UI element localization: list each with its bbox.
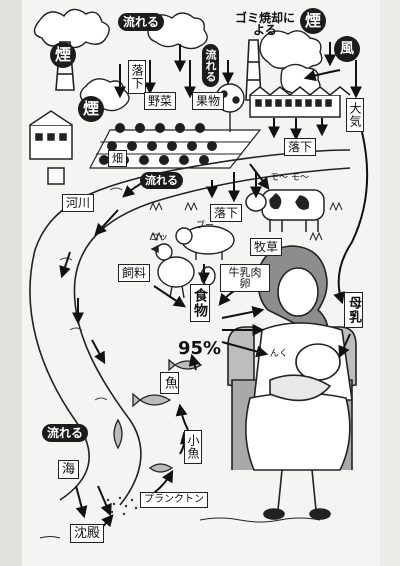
plankton-label: プランクトン [140, 492, 208, 508]
fall-label-left: 落下 [128, 60, 146, 94]
percent-label: 95% [178, 338, 222, 359]
sedimentation-label: 沈殿 [70, 524, 105, 543]
small-fish-label: 小魚 [184, 430, 202, 464]
field-label: 畑 [108, 150, 127, 167]
milk-meat-egg-label: 牛乳肉卵 [220, 264, 270, 292]
flow-label-river: 流れる [140, 172, 183, 189]
fruit-label: 果物 [192, 92, 225, 110]
chicken-sound: コッ [150, 233, 169, 243]
food-label: 食物 [190, 284, 210, 322]
pig-sound: ブー [196, 221, 215, 231]
flow-label-top-left: 流れる [118, 13, 165, 31]
fall-label-mid: 落下 [210, 204, 243, 222]
smoke-label-left: 煙 [50, 42, 76, 68]
plankton-dots [102, 496, 138, 516]
fish-label: 魚 [160, 372, 179, 394]
flow-arrows [56, 42, 369, 531]
page-margin [0, 0, 22, 566]
cow [245, 189, 325, 232]
incineration-label: ゴミ焼却による [234, 11, 295, 37]
mother-and-baby [227, 245, 357, 520]
sea-label: 海 [58, 460, 80, 479]
factory [29, 86, 351, 185]
flow-label-top-mid: 流れる [202, 44, 219, 87]
river-waves [59, 187, 123, 401]
flow-label-sea: 流れる [42, 424, 89, 442]
wind-label: 風 [334, 36, 360, 62]
feed-label: 飼料 [118, 264, 151, 282]
page-margin-right [380, 0, 400, 566]
pig [175, 225, 235, 260]
ground [39, 517, 321, 539]
fall-label-right: 落下 [284, 138, 317, 156]
atmosphere-label: 大気 [346, 98, 364, 132]
vegetables-label: 野菜 [144, 92, 177, 110]
pasture-label: 牧草 [250, 238, 283, 256]
smoke-label-top: 煙 [300, 8, 326, 34]
baby-sound: んく [270, 349, 289, 359]
breast-milk-label: 母乳 [344, 292, 363, 328]
smoke-label-mid: 煙 [78, 96, 104, 122]
vegetable-field [89, 123, 262, 169]
river-label: 河川 [62, 194, 95, 212]
cow-sound: モ〜 モ〜 [270, 173, 309, 183]
